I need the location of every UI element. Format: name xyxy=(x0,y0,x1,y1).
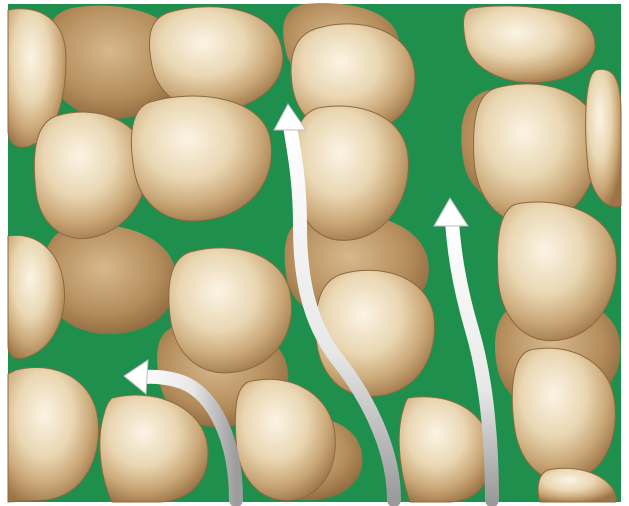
grain xyxy=(149,7,282,111)
grain xyxy=(512,348,615,481)
grain xyxy=(316,270,435,396)
grain xyxy=(169,248,292,373)
